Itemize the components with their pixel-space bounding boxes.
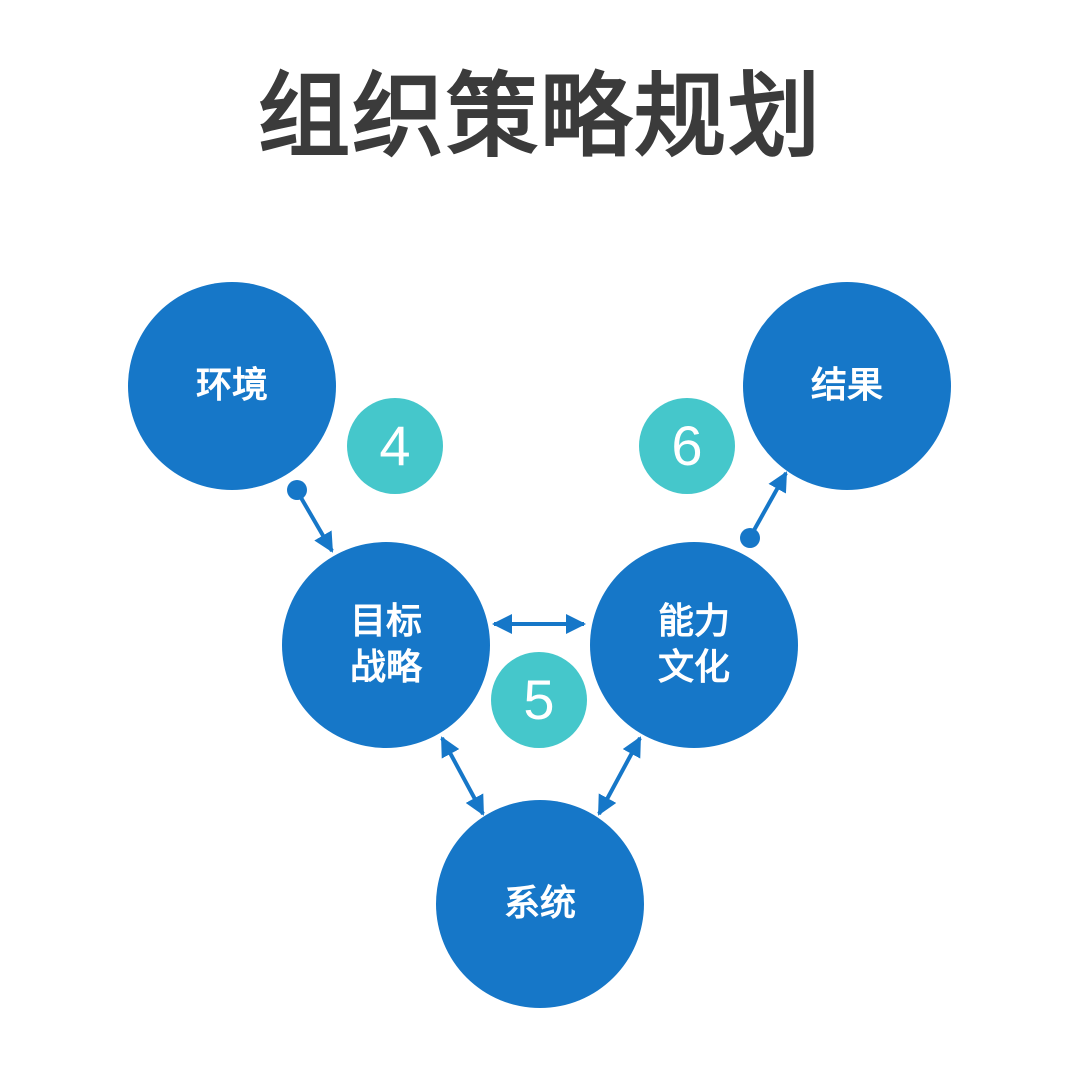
connector-line — [298, 494, 334, 553]
connector-environment-to-goal — [287, 480, 334, 553]
badge-5: 5 — [491, 652, 587, 748]
node-result-label: 结果 — [810, 365, 883, 406]
page-title: 组织策略规划 — [257, 63, 822, 170]
node-capability-culture: 能力 文化 — [590, 542, 798, 748]
node-goal-line1: 目标 — [349, 601, 422, 642]
badge-6: 6 — [639, 398, 735, 494]
node-capability-line1: 能力 — [657, 601, 730, 642]
connector-dot — [740, 528, 760, 548]
node-environment-label: 环境 — [195, 365, 268, 406]
connector-goal-system — [440, 736, 485, 816]
node-result: 结果 — [743, 282, 951, 490]
badge-4: 4 — [347, 398, 443, 494]
connector-line — [751, 471, 788, 533]
node-environment: 环境 — [128, 282, 336, 490]
node-goal-strategy: 目标 战略 — [282, 542, 490, 748]
node-system: 系统 — [436, 800, 644, 1008]
connector-dot — [287, 480, 307, 500]
node-goal-line2: 战略 — [349, 647, 422, 688]
node-capability-line2: 文化 — [657, 647, 730, 688]
node-system-label: 系统 — [503, 883, 576, 924]
connector-capability-system — [597, 736, 642, 816]
connector-capability-to-result — [740, 471, 788, 548]
